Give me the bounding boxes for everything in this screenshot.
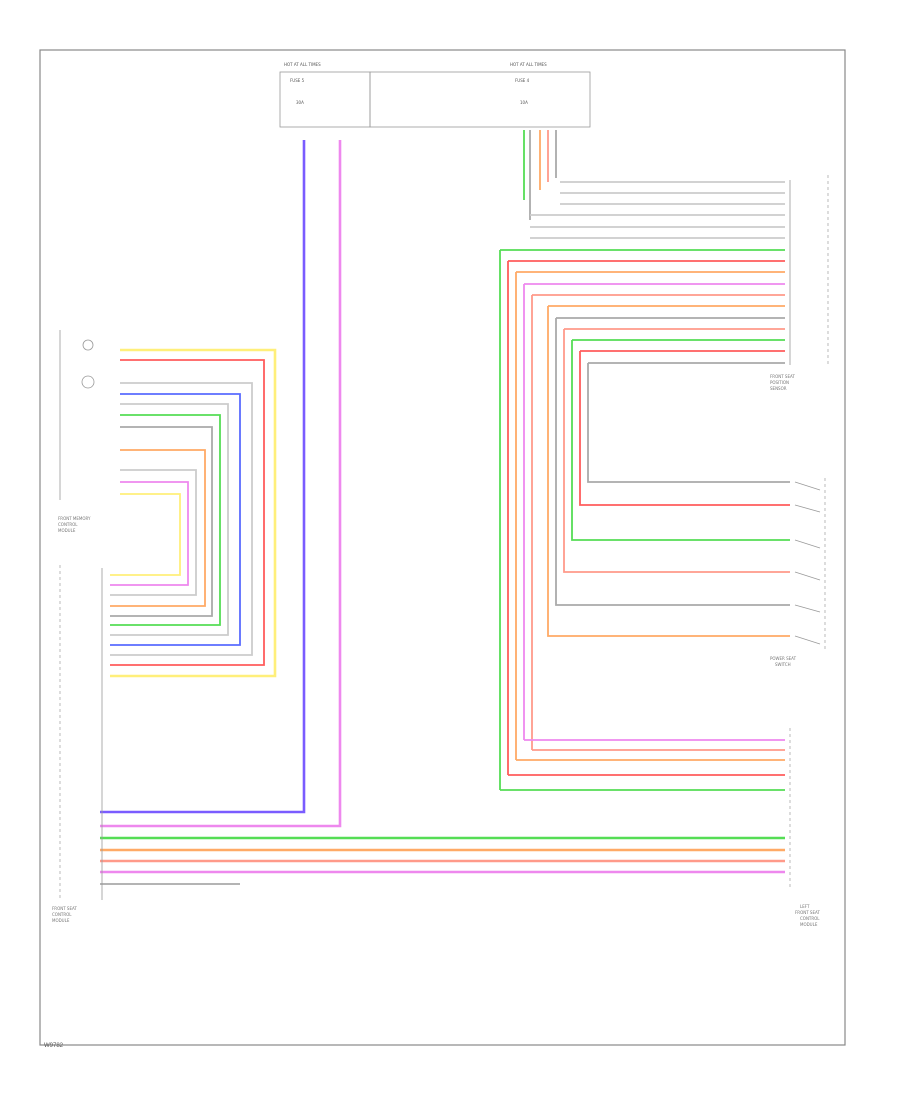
lr-module-label-4: MODULE [800, 922, 818, 927]
left-loop-wires [110, 348, 277, 678]
bottom-bus-wires [100, 836, 785, 885]
lr-module-label-3: CONTROL [800, 916, 820, 921]
bl-module-label-1: FRONT SEAT [52, 906, 77, 911]
front-memory-control: FRONT MEMORY CONTROL MODULE [58, 330, 95, 533]
main-feed-wires [100, 140, 342, 828]
memory-label-3: MODULE [58, 528, 76, 533]
upper-module-label-3: SENSOR [770, 386, 787, 391]
lr-module-label-2: FRONT SEAT [795, 910, 820, 915]
fuse-left-rating: 30A [296, 100, 304, 105]
upper-right-connector [789, 175, 829, 365]
fuse-right-title: HOT AT ALL TIMES [510, 62, 547, 67]
power-seat-switch: POWER SEAT SWITCH [770, 478, 826, 667]
memory-label-2: CONTROL [58, 522, 78, 527]
fuse-box-right: HOT AT ALL TIMES FUSE 4 10A [369, 62, 591, 128]
page-id: W9782 [44, 1043, 64, 1049]
upper-module-label-2: POSITION [770, 380, 789, 385]
fuse-left-title: HOT AT ALL TIMES [284, 62, 321, 67]
upper-module-label-1: FRONT SEAT [770, 374, 795, 379]
right-feed-wires [523, 130, 557, 220]
switch-label-2: SWITCH [775, 662, 791, 667]
lower-right-module: LEFT FRONT SEAT CONTROL MODULE [789, 728, 820, 927]
bl-module-label-2: CONTROL [52, 912, 72, 917]
upper-right-wires [500, 181, 785, 364]
fuse-box-left: HOT AT ALL TIMES FUSE 5 30A [279, 62, 371, 128]
memory-label-1: FRONT MEMORY [58, 516, 91, 521]
fuse-right-rating: 10A [520, 100, 528, 105]
lower-right-wires [500, 739, 785, 791]
front-seat-control-module: FRONT SEAT CONTROL MODULE [52, 565, 103, 923]
diagram-border [39, 49, 846, 1046]
lr-module-label-1: LEFT [800, 904, 810, 909]
bl-module-label-3: MODULE [52, 918, 70, 923]
right-vertical-wires [499, 250, 790, 790]
fuse-right-number: FUSE 4 [515, 78, 530, 83]
switch-label-1: POWER SEAT [770, 656, 797, 661]
fuse-left-number: FUSE 5 [290, 78, 305, 83]
